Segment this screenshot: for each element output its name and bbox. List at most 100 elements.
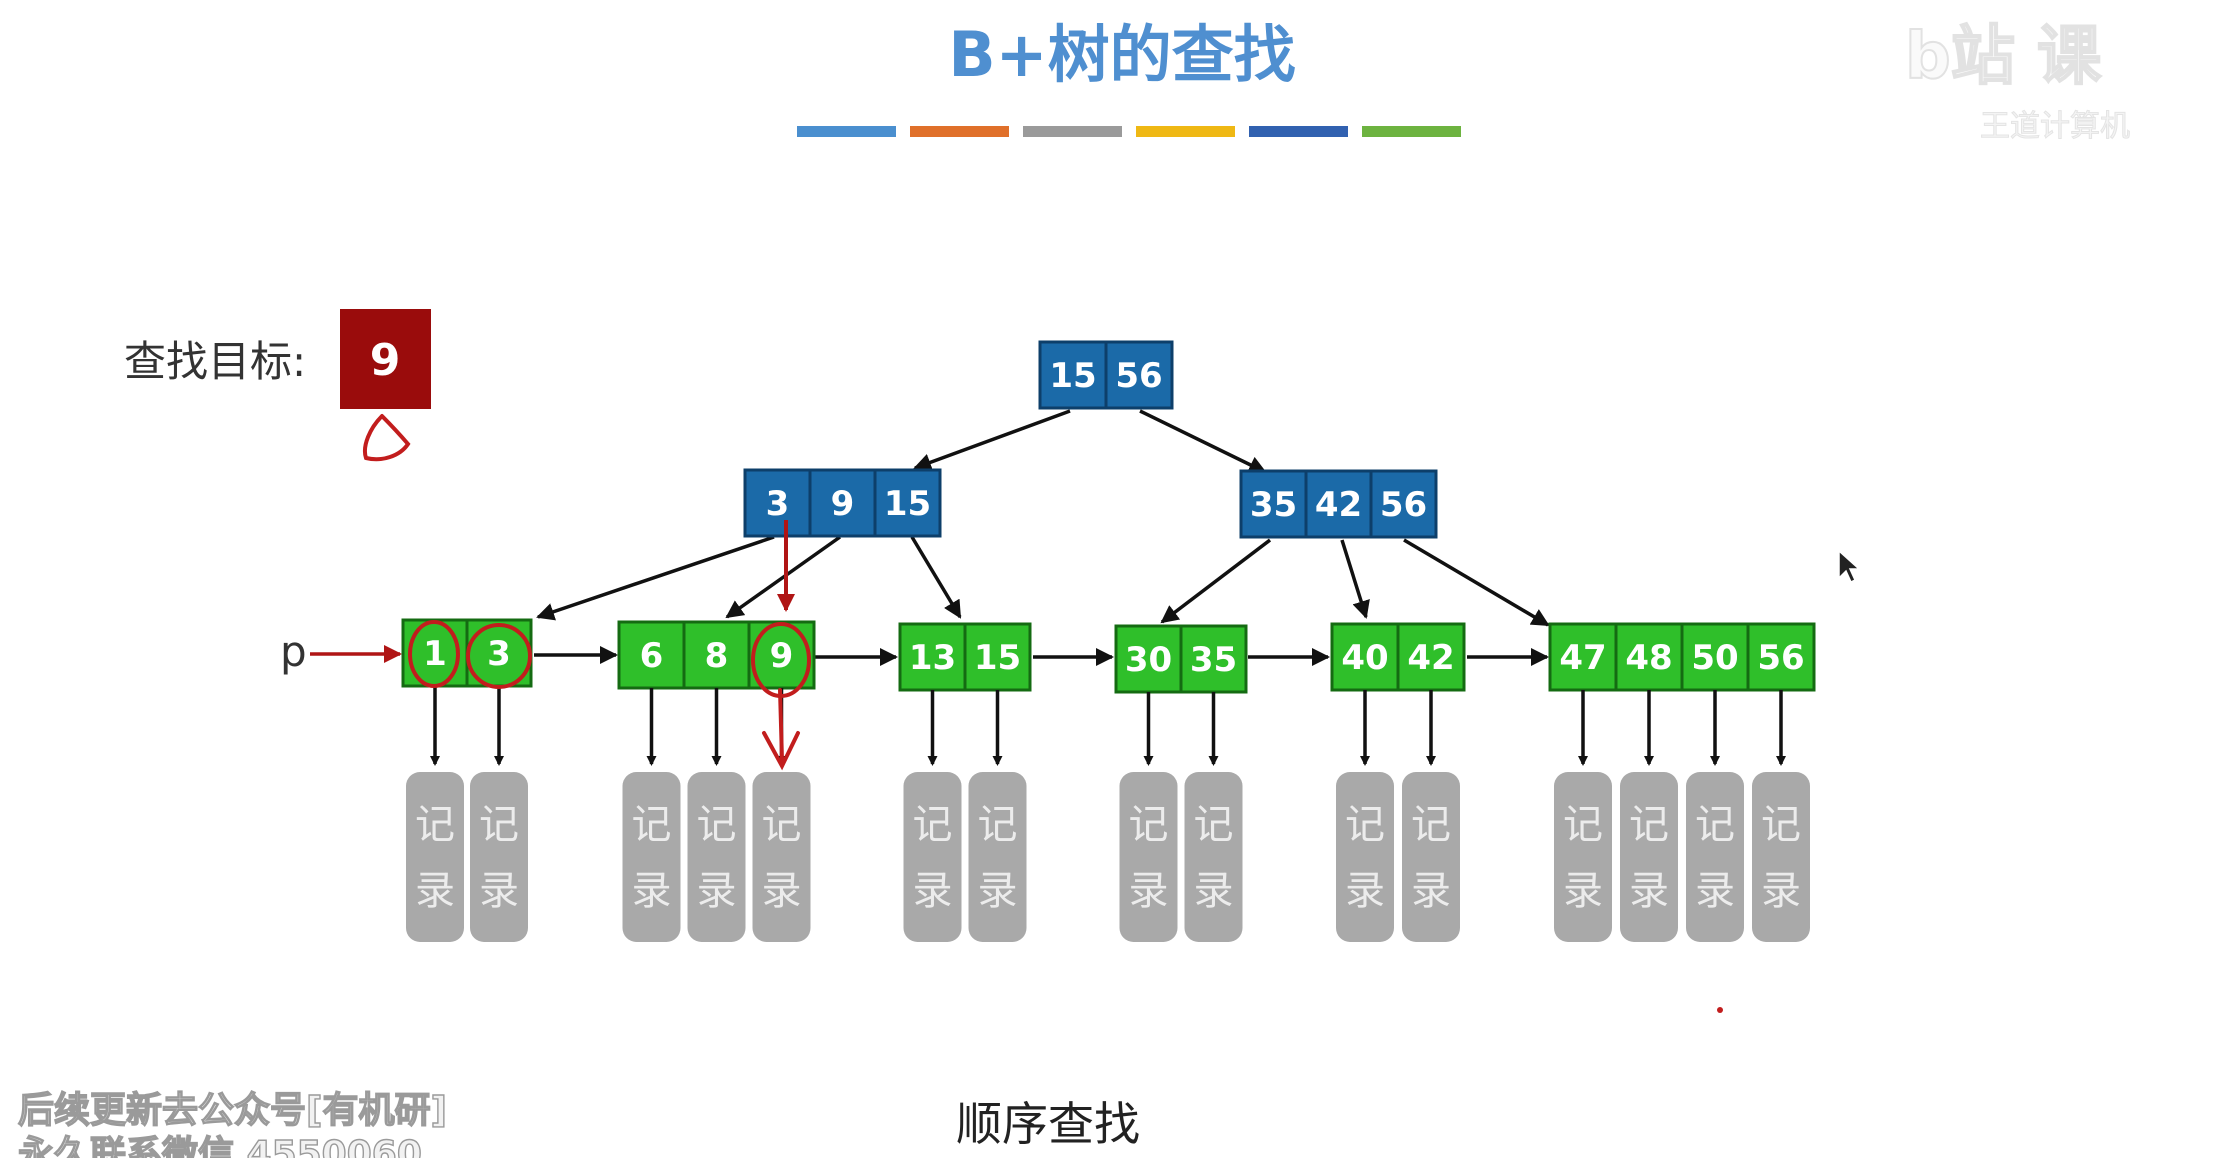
record-shape — [406, 772, 464, 942]
node-cell — [682, 620, 751, 690]
record-label: 录 — [1345, 868, 1385, 914]
record-block: 记录 — [1336, 772, 1394, 942]
node-cell — [1614, 622, 1684, 692]
node-cell — [617, 620, 686, 690]
color-bar-segment — [910, 126, 1009, 137]
node-key: 15 — [1049, 356, 1096, 396]
record-label: 录 — [1411, 868, 1451, 914]
slide-caption: 顺序查找 — [956, 1097, 1140, 1151]
annotation-circle-1 — [408, 620, 460, 688]
record-label: 记 — [632, 802, 672, 848]
annotation-record-arrow — [762, 688, 800, 771]
color-bar-segment — [797, 126, 896, 137]
tree-edges — [534, 409, 1550, 666]
node-cell — [1038, 340, 1108, 410]
record-label: 录 — [1761, 868, 1801, 914]
color-bar — [797, 126, 1461, 137]
node-key: 48 — [1625, 638, 1672, 678]
node-key: 9 — [770, 636, 794, 676]
node-key: 15 — [974, 638, 1021, 678]
record-label: 记 — [978, 802, 1018, 848]
node-cell — [898, 622, 967, 692]
search-annotations — [408, 520, 1723, 1013]
node-cell — [1369, 469, 1438, 539]
logo-watermark: b站 课 王道计算机 — [1904, 19, 2131, 145]
record-label: 记 — [415, 802, 455, 848]
search-target-box — [340, 309, 431, 409]
record-label: 记 — [1695, 802, 1735, 848]
record-label: 录 — [479, 868, 519, 914]
record-block: 记录 — [1119, 772, 1178, 942]
record-block: 记录 — [1752, 772, 1810, 942]
logo-subtext: 王道计算机 — [1980, 109, 2130, 144]
node-cell — [1680, 622, 1750, 692]
record-label: 记 — [479, 802, 519, 848]
record-label: 记 — [1194, 802, 1234, 848]
node-key: 3 — [766, 484, 790, 524]
node-key: 40 — [1341, 638, 1388, 678]
node-key: 50 — [1691, 638, 1738, 678]
slide-title: B+树的查找 — [948, 18, 1295, 91]
node-cell — [1179, 624, 1248, 694]
record-label: 录 — [1695, 868, 1735, 914]
annotation-dot — [1717, 1007, 1723, 1013]
edge-internal-right-to-leaf-5 — [1340, 539, 1370, 619]
node-cell — [873, 468, 942, 538]
node-key: 35 — [1190, 640, 1237, 680]
annotation-circle-3 — [466, 623, 532, 689]
record-block: 记录 — [406, 772, 464, 942]
record-block: 记录 — [687, 772, 746, 942]
record-shape — [1336, 772, 1394, 942]
record-shape — [1119, 772, 1178, 942]
record-label: 记 — [762, 802, 802, 848]
record-label: 录 — [1129, 868, 1169, 914]
record-label: 录 — [697, 868, 737, 914]
node-cell — [1396, 622, 1466, 692]
node-key: 30 — [1125, 640, 1172, 680]
record-shape — [1686, 772, 1744, 942]
record-block: 记录 — [968, 772, 1027, 942]
record-block: 记录 — [1620, 772, 1678, 942]
edge-root-to-internal-left — [913, 409, 1071, 471]
record-shape — [1184, 772, 1243, 942]
record-label: 记 — [1129, 802, 1169, 848]
node-key: 6 — [640, 636, 664, 676]
record-block: 记录 — [470, 772, 528, 942]
record-shape — [622, 772, 681, 942]
node-key: 42 — [1407, 638, 1454, 678]
edge-internal-right-to-leaf-6 — [1403, 538, 1550, 627]
record-shape — [1402, 772, 1460, 942]
record-block: 记录 — [752, 772, 811, 942]
record-label: 录 — [1629, 868, 1669, 914]
record-block: 记录 — [1686, 772, 1744, 942]
record-label: 录 — [913, 868, 953, 914]
color-bar-segment — [1136, 126, 1235, 137]
record-label: 记 — [1563, 802, 1603, 848]
record-label: 录 — [1563, 868, 1603, 914]
node-key: 3 — [487, 634, 511, 674]
edge-internal-left-to-leaf-3 — [910, 536, 962, 619]
record-label: 记 — [1345, 802, 1385, 848]
node-key: 56 — [1380, 485, 1427, 525]
record-label: 记 — [1761, 802, 1801, 848]
color-bar-segment — [1023, 126, 1122, 137]
node-cell — [1104, 340, 1174, 410]
record-block: 记录 — [1554, 772, 1612, 942]
record-label: 记 — [1629, 802, 1669, 848]
record-label: 录 — [415, 868, 455, 914]
record-shape — [470, 772, 528, 942]
watermark-line-2: 永久联系微信 4550060 — [18, 1134, 422, 1158]
record-label: 记 — [913, 802, 953, 848]
edge-internal-left-to-leaf-1 — [536, 535, 775, 621]
edge-internal-left-to-leaf-2 — [725, 535, 842, 619]
record-label: 录 — [1194, 868, 1234, 914]
node-key: 15 — [884, 484, 931, 524]
